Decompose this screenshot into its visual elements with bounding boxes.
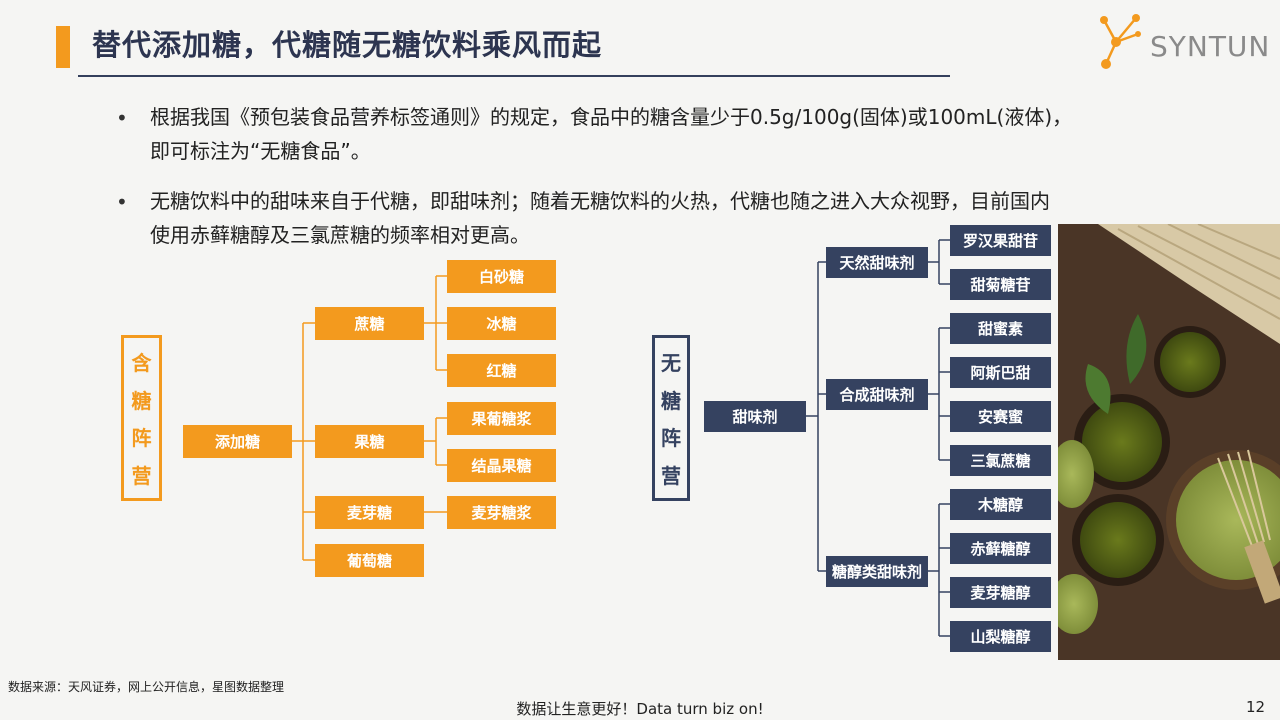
fructose-node: 果糖 bbox=[315, 425, 424, 458]
maltose-syrup-node: 麦芽糖浆 bbox=[447, 496, 556, 529]
bullet-icon: • bbox=[116, 190, 128, 214]
bullet-2-line-2: 使用赤藓糖醇及三氯蔗糖的频率相对更高。 bbox=[150, 223, 530, 247]
title-accent-bar bbox=[56, 26, 70, 68]
synthetic-sweetener-node: 合成甜味剂 bbox=[826, 379, 928, 410]
sucralose-node: 三氯蔗糖 bbox=[950, 445, 1051, 476]
bullet-2-line-1: 无糖饮料中的甜味来自于代糖，即甜味剂；随着无糖饮料的火热，代糖也随之进入大众视野… bbox=[150, 189, 1050, 213]
title-divider bbox=[78, 75, 950, 77]
natural-sweetener-node: 天然甜味剂 bbox=[826, 247, 928, 278]
sugarfree-camp-char: 阵 bbox=[661, 426, 681, 451]
hfcs-node: 果葡糖浆 bbox=[447, 402, 556, 435]
sugar-camp-label: 含 糖 阵 营 bbox=[121, 335, 162, 501]
cyclamate-node: 甜蜜素 bbox=[950, 313, 1051, 344]
matcha-tea-photo bbox=[1058, 224, 1280, 660]
erythritol-node: 赤藓糖醇 bbox=[950, 533, 1051, 564]
brand-name: SYNTUN bbox=[1150, 30, 1271, 63]
bullet-icon: • bbox=[116, 106, 128, 130]
bullet-1-line-1: 根据我国《预包装食品营养标签通则》的规定，食品中的糖含量少于0.5g/100g(… bbox=[150, 105, 1073, 129]
sorbitol-node: 山梨糖醇 bbox=[950, 621, 1051, 652]
data-source: 数据来源：天风证券，网上公开信息，星图数据整理 bbox=[8, 680, 285, 694]
acesulfame-node: 安赛蜜 bbox=[950, 401, 1051, 432]
molecule-logo-icon bbox=[1100, 14, 1141, 69]
sugarfree-camp-label: 无 糖 阵 营 bbox=[652, 335, 690, 501]
stevioside-node: 甜菊糖苷 bbox=[950, 269, 1051, 300]
aspartame-node: 阿斯巴甜 bbox=[950, 357, 1051, 388]
added-sugar-node: 添加糖 bbox=[183, 425, 292, 458]
crystalline-fructose-node: 结晶果糖 bbox=[447, 449, 556, 482]
sweetener-node: 甜味剂 bbox=[704, 401, 806, 432]
sugarfree-camp-char: 营 bbox=[661, 464, 681, 489]
rock-sugar-node: 冰糖 bbox=[447, 307, 556, 340]
sugar-camp-char: 阵 bbox=[131, 426, 152, 451]
bullet-1-line-2: 即可标注为“无糖食品”。 bbox=[150, 139, 371, 163]
sugarfree-camp-char: 无 bbox=[661, 350, 681, 375]
sugar-camp-char: 糖 bbox=[131, 388, 152, 413]
glucose-node: 葡萄糖 bbox=[315, 544, 424, 577]
footer-slogan: 数据让生意更好！Data turn biz on! bbox=[516, 700, 764, 718]
maltose-node: 麦芽糖 bbox=[315, 496, 424, 529]
maltitol-node: 麦芽糖醇 bbox=[950, 577, 1051, 608]
sugar-camp-char: 含 bbox=[131, 350, 152, 375]
bullet-1: 根据我国《预包装食品营养标签通则》的规定，食品中的糖含量少于0.5g/100g(… bbox=[150, 100, 1250, 168]
white-sugar-node: 白砂糖 bbox=[447, 260, 556, 293]
bullet-2: 无糖饮料中的甜味来自于代糖，即甜味剂；随着无糖饮料的火热，代糖也随之进入大众视野… bbox=[150, 184, 1250, 252]
sugar-camp-char: 营 bbox=[131, 464, 152, 489]
sucrose-node: 蔗糖 bbox=[315, 307, 424, 340]
xylitol-node: 木糖醇 bbox=[950, 489, 1051, 520]
page-number: 12 bbox=[1246, 698, 1266, 716]
sugarfree-camp-char: 糖 bbox=[661, 388, 681, 413]
brown-sugar-node: 红糖 bbox=[447, 354, 556, 387]
sugar-alcohol-node: 糖醇类甜味剂 bbox=[826, 556, 928, 587]
mogroside-node: 罗汉果甜苷 bbox=[950, 225, 1051, 256]
page-title: 替代添加糖，代糖随无糖饮料乘风而起 bbox=[92, 28, 603, 62]
